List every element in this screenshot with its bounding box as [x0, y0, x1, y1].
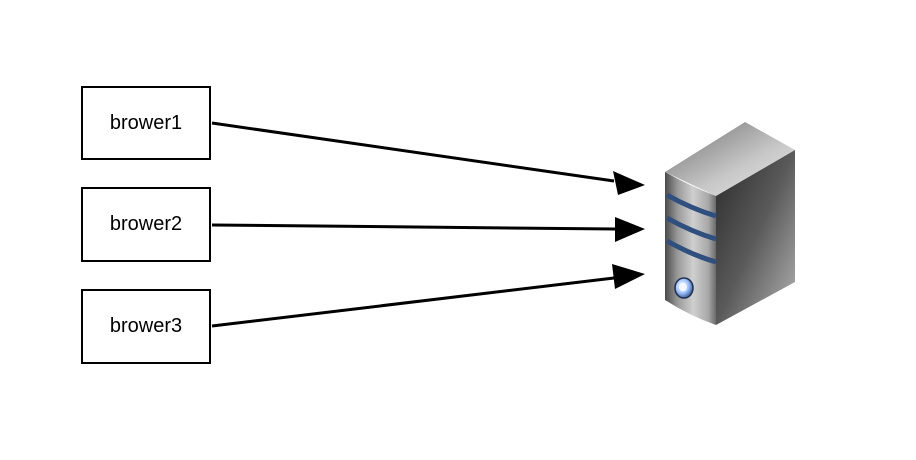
- node-brower2: brower2: [81, 187, 211, 262]
- node-label: brower1: [109, 111, 183, 134]
- arrow-1: [211, 121, 645, 195]
- arrowhead-3: [612, 264, 645, 289]
- node-label: brower2: [109, 213, 183, 235]
- arrow-2: [211, 217, 645, 242]
- node-brower1: brower1: [81, 86, 211, 160]
- server-icon: [665, 122, 795, 325]
- arrowhead-2: [615, 217, 645, 242]
- node-brower3: brower3: [81, 289, 211, 364]
- arrowhead-1: [613, 171, 645, 195]
- arrow-3: [211, 264, 645, 328]
- node-label: brower3: [109, 315, 183, 337]
